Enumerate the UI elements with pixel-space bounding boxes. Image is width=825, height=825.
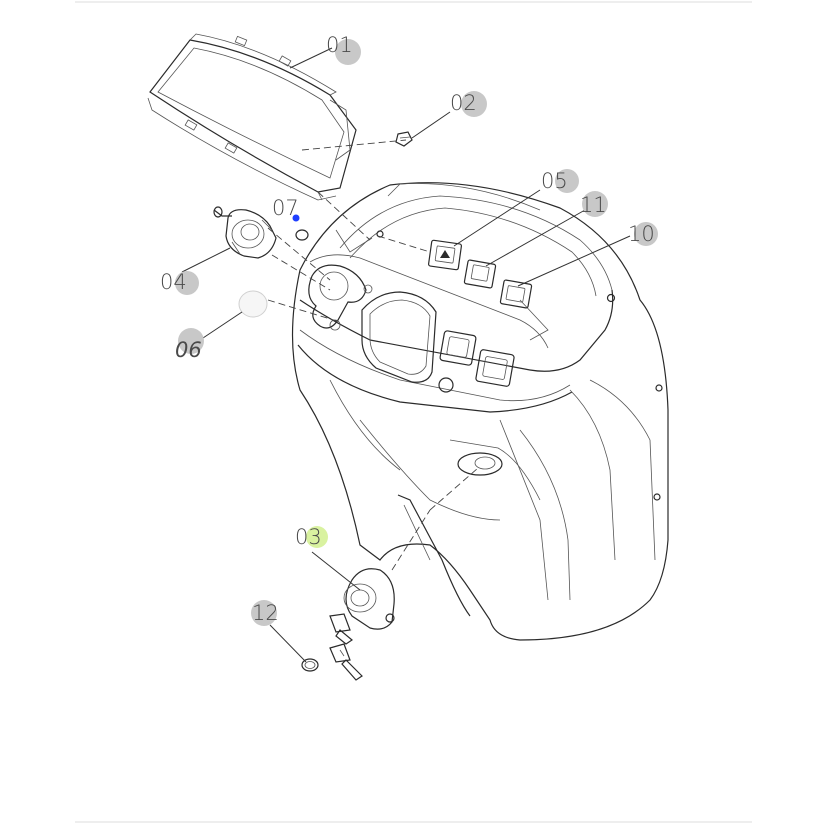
callout-05: 05 — [541, 169, 579, 193]
part-switch-10 — [499, 279, 533, 309]
callout-03: 03 — [295, 525, 328, 549]
part-cap — [238, 290, 268, 318]
part-screw — [395, 131, 413, 147]
part-o-ring — [295, 229, 309, 241]
callout-label-02: 02 — [450, 91, 477, 115]
callout-label-11: 11 — [580, 193, 607, 217]
callout-label-10: 10 — [628, 222, 655, 246]
callout-10: 10 — [628, 222, 658, 246]
callout-06: 06 — [175, 328, 204, 362]
part-instrument-cluster — [147, 33, 357, 201]
callout-label-01: 01 — [326, 33, 353, 57]
callout-04: 04 — [160, 270, 199, 295]
callout-11: 11 — [580, 191, 608, 217]
callout-label-05: 05 — [541, 169, 568, 193]
callout-label-06: 06 — [175, 338, 202, 362]
part-hazard-switch — [427, 239, 463, 271]
callout-leaders — [181, 47, 631, 663]
callout-07: 07 — [272, 196, 300, 222]
panel-switch-openings — [308, 229, 549, 393]
callout-12: 12 — [251, 600, 279, 626]
part-switch-11 — [463, 259, 497, 289]
callout-label-12: 12 — [252, 601, 279, 625]
assembly-lines — [267, 139, 479, 571]
callout-01: 01 — [326, 33, 361, 65]
callout-label-03: 03 — [295, 525, 322, 549]
part-front-cover — [291, 182, 669, 641]
part-ring-12 — [301, 658, 319, 672]
part-ignition-switch — [329, 568, 395, 681]
part-switch-knob — [213, 206, 277, 259]
callout-02: 02 — [450, 91, 487, 117]
marker-dot — [292, 214, 300, 222]
callout-label-04: 04 — [160, 270, 187, 294]
